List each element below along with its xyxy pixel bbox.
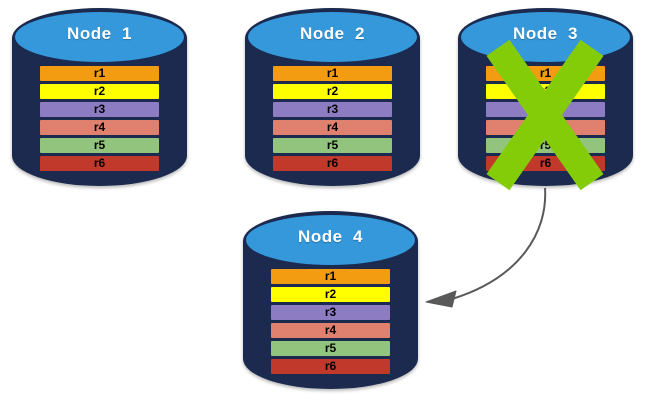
record-r4[interactable]: r4 [273, 120, 392, 135]
record-r6[interactable]: r6 [40, 156, 159, 171]
node-2-cylinder[interactable]: Node 2 r1 r2 r3 r4 r5 r6 [245, 8, 420, 186]
record-r5[interactable]: r5 [273, 138, 392, 153]
record-r2[interactable]: r2 [273, 84, 392, 99]
node-3-title: Node 3 [513, 24, 578, 43]
record-r3[interactable]: r3 [40, 102, 159, 117]
node-2-title: Node 2 [300, 24, 365, 43]
node-1-cylinder[interactable]: Node 1 r1 r2 r3 r4 r5 r6 [12, 8, 187, 186]
record-r2[interactable]: r2 [271, 287, 390, 302]
record-r1[interactable]: r1 [271, 269, 390, 284]
record-r4[interactable]: r4 [40, 120, 159, 135]
node-4-top-disc [244, 213, 417, 267]
record-r5[interactable]: r5 [271, 341, 390, 356]
record-r6[interactable]: r6 [271, 359, 390, 374]
node-1-title: Node 1 [67, 24, 132, 43]
record-r1[interactable]: r1 [40, 66, 159, 81]
record-r5[interactable]: r5 [40, 138, 159, 153]
node-2-top-disc [246, 10, 419, 64]
node-2-records: r1 r2 r3 r4 r5 r6 [245, 66, 420, 171]
record-r6[interactable]: r6 [273, 156, 392, 171]
record-r3[interactable]: r3 [271, 305, 390, 320]
node-4-records: r1 r2 r3 r4 r5 r6 [243, 269, 418, 374]
node-1-top-disc [13, 10, 186, 64]
record-r2[interactable]: r2 [40, 84, 159, 99]
node-4-title: Node 4 [298, 227, 363, 246]
arrow-curve [451, 187, 547, 300]
node-4-cylinder[interactable]: Node 4 r1 r2 r3 r4 r5 r6 [243, 211, 418, 389]
node-1-records: r1 r2 r3 r4 r5 r6 [12, 66, 187, 171]
record-r3[interactable]: r3 [273, 102, 392, 117]
record-r1[interactable]: r1 [273, 66, 392, 81]
record-r4[interactable]: r4 [271, 323, 390, 338]
arrow-head-icon [425, 290, 457, 308]
